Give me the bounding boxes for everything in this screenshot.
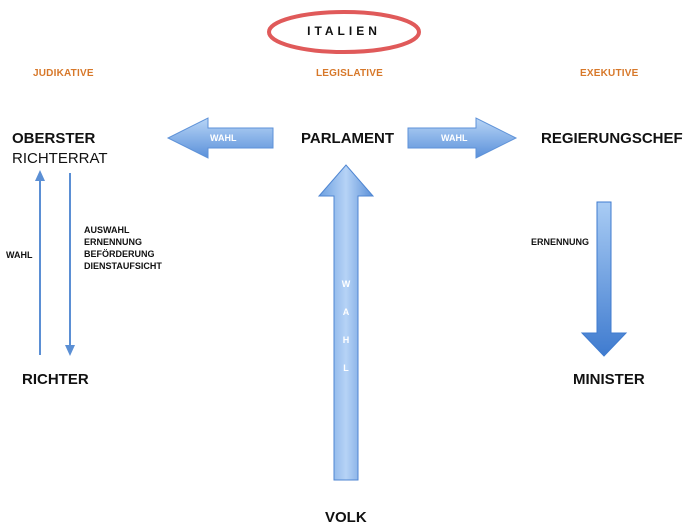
branch-label-judicative: JUDIKATIVE (33, 68, 94, 79)
arrow-label-richter-wahl: WAHL (6, 250, 33, 260)
list-item-dienstaufsicht: DIENSTAUFSICHT (84, 261, 162, 271)
arrow-down-ernennung (580, 201, 628, 357)
wahl-letter-l: L (343, 363, 349, 373)
node-regierungschef: REGIERUNGSCHEF (541, 130, 683, 147)
node-oberster: OBERSTER (12, 130, 96, 147)
thin-arrow-up-head (35, 170, 45, 181)
list-item-befoerderung: BEFÖRDERUNG (84, 249, 155, 259)
node-volk: VOLK (325, 509, 367, 526)
arrow-label-volk-wahl: W A H L (336, 279, 356, 391)
thin-arrow-down-head (65, 345, 75, 356)
title-ellipse (267, 10, 421, 54)
arrow-label-richterrat-list: AUSWAHL ERNENNUNG BEFÖRDERUNG DIENSTAUFS… (84, 224, 162, 272)
wahl-letter-a: A (342, 307, 350, 317)
wahl-letter-h: H (342, 335, 350, 345)
arrow-label-left-wahl: WAHL (210, 133, 237, 143)
arrow-up-wahl (317, 164, 375, 481)
branch-label-executive: EXEKUTIVE (580, 68, 639, 79)
node-minister: MINISTER (573, 371, 645, 388)
node-richter: RICHTER (22, 371, 89, 388)
node-parlament: PARLAMENT (301, 130, 395, 147)
wahl-letter-w: W (341, 279, 351, 289)
arrow-label-ernennung: ERNENNUNG (531, 237, 590, 247)
branch-label-legislative: LEGISLATIVE (316, 68, 384, 79)
list-item-auswahl: AUSWAHL (84, 225, 130, 235)
list-item-ernennung: ERNENNUNG (84, 237, 143, 247)
arrow-label-right-wahl: WAHL (441, 133, 468, 143)
page-title: ITALIEN (307, 24, 381, 38)
arrow-right-wahl (407, 117, 518, 159)
node-richterrat: RICHTERRAT (12, 150, 108, 167)
arrow-left-wahl (166, 117, 274, 159)
